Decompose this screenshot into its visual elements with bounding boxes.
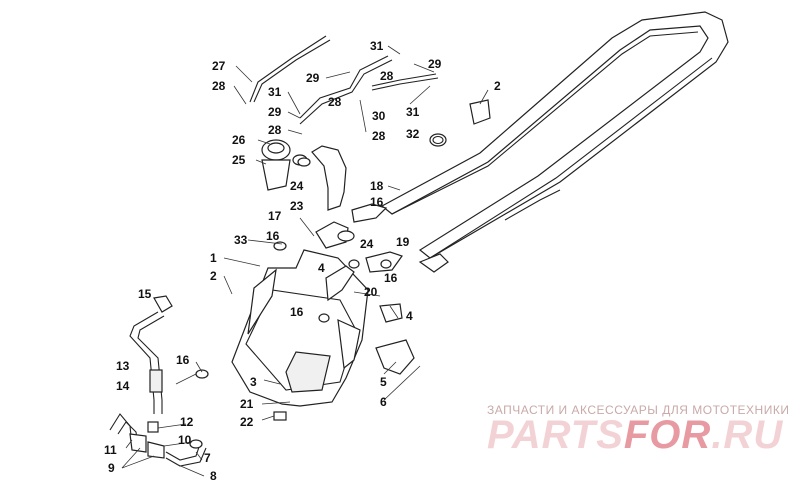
callout-28: 28 <box>212 79 226 93</box>
callout-25: 25 <box>232 153 246 167</box>
overflow-hose <box>129 295 173 414</box>
callout-19: 19 <box>396 235 410 249</box>
callout-11: 11 <box>104 443 117 457</box>
clamps <box>195 157 392 421</box>
callout-29: 29 <box>268 105 282 119</box>
callout-31: 31 <box>268 85 282 99</box>
watermark-tagline: ЗАПЧАСТИ И АКСЕССУАРЫ ДЛЯ МОТОТЕХНИКИ <box>487 403 790 417</box>
callout-29: 29 <box>306 71 320 85</box>
watermark-logo-for: FOR <box>623 413 712 457</box>
callout-1: 1 <box>210 251 217 265</box>
callout-18: 18 <box>370 179 384 193</box>
callout-21: 21 <box>240 397 254 411</box>
heat-exchanger <box>380 11 729 259</box>
callout-16: 16 <box>290 305 304 319</box>
callout-17: 17 <box>268 209 282 223</box>
callout-16: 16 <box>176 353 190 367</box>
callout-28: 28 <box>268 123 282 137</box>
vent-hoses <box>249 35 439 125</box>
callout-30: 30 <box>372 109 386 123</box>
ring-clamp <box>429 133 447 147</box>
callout-16: 16 <box>370 195 384 209</box>
callout-28: 28 <box>328 95 342 109</box>
callout-31: 31 <box>370 39 384 53</box>
callout-22: 22 <box>240 415 254 429</box>
callout-3: 3 <box>250 375 257 389</box>
callout-15: 15 <box>138 287 152 301</box>
callout-13: 13 <box>116 359 130 373</box>
lower-hoses <box>109 413 207 467</box>
callout-29: 29 <box>428 57 442 71</box>
upper-hoses <box>311 145 449 302</box>
callout-28: 28 <box>372 129 386 143</box>
watermark-logo: PARTSFOR.RU <box>487 413 787 458</box>
callout-24: 24 <box>290 179 304 193</box>
callout-20: 20 <box>364 285 378 299</box>
callout-16: 16 <box>266 229 280 243</box>
callout-2: 2 <box>494 79 501 93</box>
callout-24: 24 <box>360 237 374 251</box>
bracket-top <box>469 99 491 125</box>
callout-32: 32 <box>406 127 420 141</box>
callout-31: 31 <box>406 105 420 119</box>
watermark-logo-ru: .RU <box>711 413 784 457</box>
callout-6: 6 <box>380 395 387 409</box>
watermark-logo-parts: PARTS <box>487 413 624 457</box>
callout-33: 33 <box>234 233 248 247</box>
callout-5: 5 <box>380 375 387 389</box>
callout-23: 23 <box>290 199 304 213</box>
leader-lines <box>121 45 489 477</box>
callout-27: 27 <box>212 59 226 73</box>
callout-12: 12 <box>180 415 194 429</box>
callout-4: 4 <box>406 309 413 323</box>
callout-9: 9 <box>108 461 115 475</box>
callout-4: 4 <box>318 261 325 275</box>
callout-10: 10 <box>178 433 192 447</box>
callout-14: 14 <box>116 379 130 393</box>
callout-8: 8 <box>210 469 217 483</box>
callout-26: 26 <box>232 133 246 147</box>
bracket-lower <box>375 303 415 375</box>
callout-2: 2 <box>210 269 217 283</box>
callout-28: 28 <box>380 69 394 83</box>
callout-labels: 27 28 31 29 28 26 25 24 23 31 29 28 28 3… <box>104 39 501 483</box>
callout-7: 7 <box>204 451 211 465</box>
callout-16: 16 <box>384 271 398 285</box>
